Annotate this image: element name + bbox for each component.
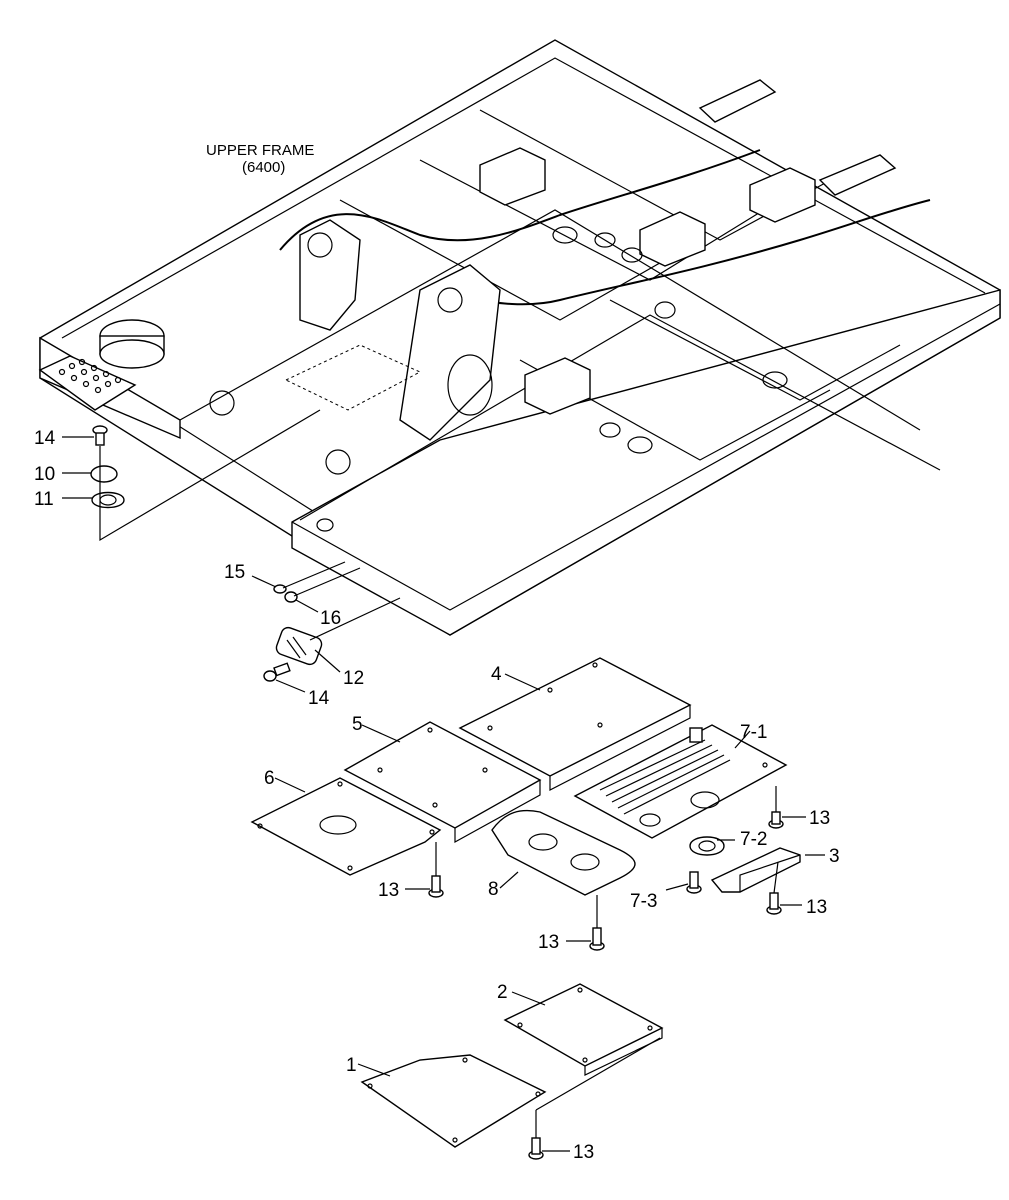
leader-lines [62, 436, 825, 1152]
part-12-plate [275, 626, 323, 666]
part-7-2-gasket [689, 836, 725, 856]
callout-2: 2 [497, 982, 508, 1003]
part-6-cover-plate [250, 777, 442, 876]
part-14-bolt-lower [263, 662, 291, 682]
callout-7-3: 7-3 [630, 891, 657, 912]
part-13-bolt-e [528, 1137, 544, 1160]
callout-13-e: 13 [573, 1142, 594, 1163]
callout-1: 1 [346, 1055, 357, 1076]
callout-6: 6 [264, 768, 275, 789]
part-11-gasket [91, 491, 125, 509]
callout-13-b: 13 [378, 880, 399, 901]
callout-15: 15 [224, 562, 245, 583]
callout-13-a: 13 [809, 808, 830, 829]
callout-13-c: 13 [806, 897, 827, 918]
part-10-cover [90, 465, 118, 483]
callout-11: 11 [34, 489, 54, 510]
callout-7-2: 7-2 [740, 829, 767, 850]
title-line-1: UPPER FRAME [206, 142, 314, 159]
part-15-washer [273, 584, 287, 594]
callout-7-1: 7-1 [740, 722, 767, 743]
callout-4: 4 [491, 664, 502, 685]
callout-14-upper: 14 [34, 428, 56, 449]
part-2-cover-plate [503, 983, 664, 1076]
part-13-bolt-d [766, 892, 782, 915]
step-plate-holes [58, 358, 122, 394]
part-3-bracket [710, 847, 801, 893]
part-13-bolt-c [589, 927, 605, 951]
part-7-1-grille-plate [573, 724, 788, 839]
callout-16: 16 [320, 608, 341, 629]
part-7-3-bolt [686, 871, 702, 894]
callout-13-d: 13 [538, 932, 559, 953]
part-13-bolt-a [768, 811, 784, 829]
upper-frame [38, 39, 1001, 636]
part-16-nut [284, 591, 298, 603]
callout-14-lower: 14 [308, 688, 330, 709]
part-14-bolt-upper [92, 425, 108, 446]
callout-3: 3 [829, 846, 840, 867]
part-8-cover-plate [491, 809, 636, 896]
callout-10: 10 [34, 464, 55, 485]
title-line-2: (6400) [242, 159, 285, 176]
part-13-bolt-b [428, 875, 444, 898]
part-4-cover-plate [458, 657, 692, 791]
callout-5: 5 [352, 714, 363, 735]
part-5-cover-plate [343, 721, 542, 844]
part-1-cover-plate [360, 1054, 547, 1148]
callout-8: 8 [488, 879, 499, 900]
callout-12: 12 [343, 668, 364, 689]
